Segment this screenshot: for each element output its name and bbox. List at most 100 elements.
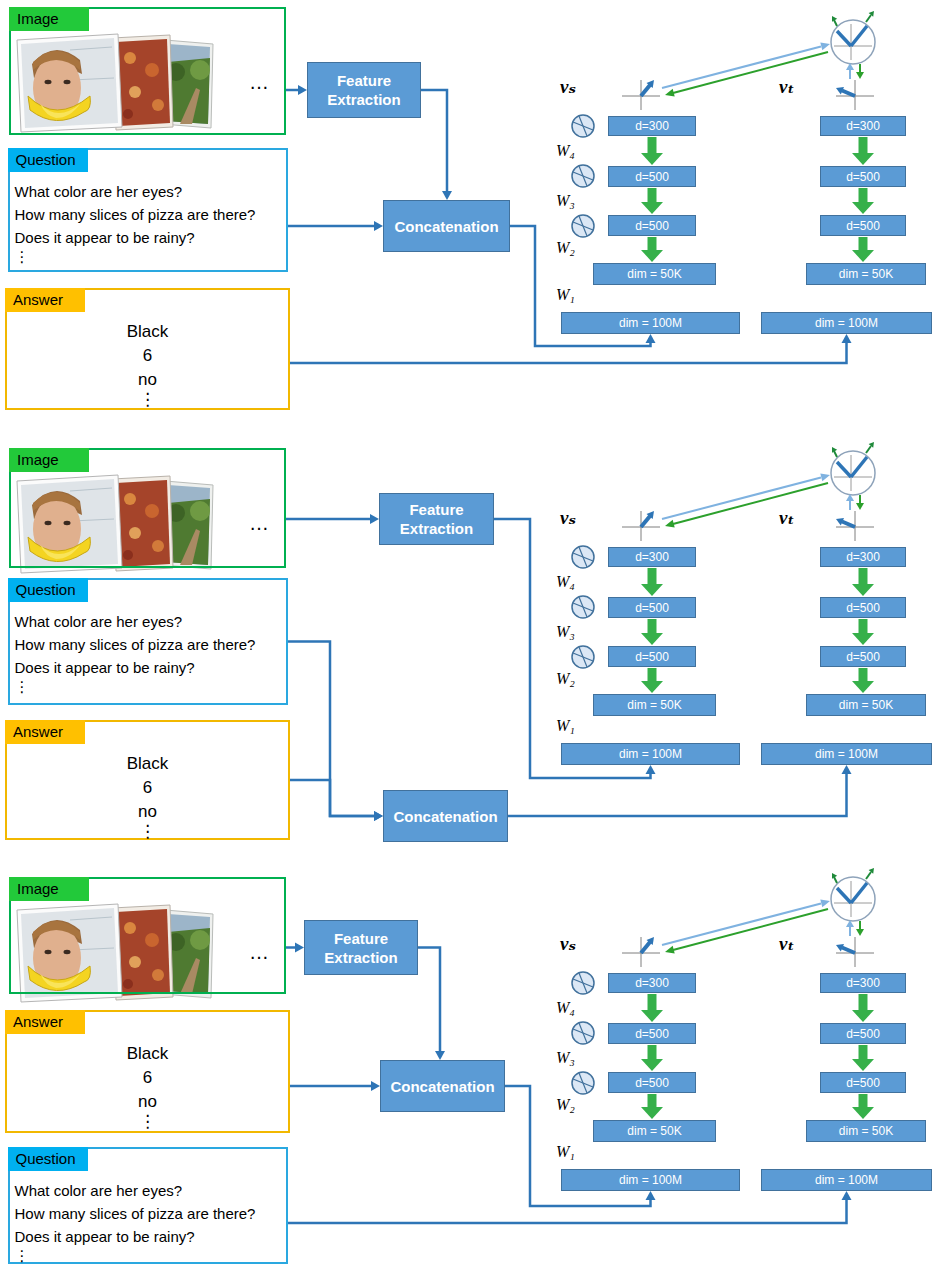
box-label: dim = 50K <box>627 267 681 281</box>
image-panel: Image… <box>9 448 286 568</box>
box-label: d=300 <box>846 976 880 990</box>
process-box: Concatenation <box>383 200 510 252</box>
layer-arrow <box>852 188 874 214</box>
panel-text: Black <box>7 1042 288 1066</box>
panel-heading: Question <box>8 148 88 172</box>
flow-arrow <box>288 221 384 231</box>
weight-label: W₃ <box>556 192 575 210</box>
answer-panel: AnswerBlack6no⋮ <box>5 1010 290 1133</box>
layer-box: d=500 <box>608 646 696 667</box>
layer-box: d=300 <box>820 547 906 567</box>
panel-text: How many slices of pizza are there? <box>15 633 286 656</box>
panel-text: ⋮ <box>15 249 286 265</box>
box-label: dim = 100M <box>815 747 878 761</box>
vector-label: vₜ <box>779 506 794 529</box>
ellipsis: … <box>249 71 269 94</box>
layer-arrow <box>852 237 874 262</box>
box-label: d=300 <box>635 550 669 564</box>
panel-heading: Image <box>9 7 89 31</box>
layer-arrow <box>852 1094 874 1119</box>
weight-label: W₄ <box>556 573 575 591</box>
vector-label: vₛ <box>560 506 576 529</box>
panel-heading: Question <box>8 1147 88 1171</box>
panel-text: Black <box>7 320 288 344</box>
flow-arrow <box>286 943 304 953</box>
layer-box: dim = 50K <box>806 263 926 285</box>
panel-text: Does it appear to be rainy? <box>15 1225 286 1248</box>
weight-label: W₁ <box>556 1143 575 1161</box>
panel-body: What color are her eyes?How many slices … <box>10 1149 286 1264</box>
flow-arrow <box>288 1191 852 1223</box>
layer-arrow <box>641 1045 663 1071</box>
layer-box: dim = 50K <box>593 263 716 285</box>
panel-text: What color are her eyes? <box>15 1179 286 1202</box>
weight-label: W₃ <box>556 623 575 641</box>
process-box: Feature Extraction <box>379 493 494 545</box>
layer-box: d=500 <box>820 1072 906 1093</box>
ellipsis: … <box>249 512 269 535</box>
box-label: dim = 100M <box>815 316 878 330</box>
layer-box: d=500 <box>820 597 906 618</box>
panel-body: Black6no⋮ <box>7 290 288 408</box>
box-label: d=500 <box>635 1076 669 1090</box>
layer-box: dim = 50K <box>806 1120 926 1142</box>
flow-arrow <box>290 334 852 363</box>
layer-arrow <box>641 188 663 214</box>
box-label: dim = 100M <box>815 1173 878 1187</box>
flow-arrow <box>418 948 445 1061</box>
layer-arrow <box>641 568 663 596</box>
panel-text: ⋮ <box>7 392 288 408</box>
weight-label: W₄ <box>556 999 575 1017</box>
layer-box: d=500 <box>608 1072 696 1093</box>
layer-arrow <box>641 619 663 645</box>
box-label: d=500 <box>846 1076 880 1090</box>
layer-box: dim = 100M <box>761 1169 932 1191</box>
answer-panel: AnswerBlack6no⋮ <box>5 720 290 840</box>
flow-arrow <box>290 780 383 821</box>
panel-text: ⋮ <box>15 679 286 695</box>
layer-box: dim = 100M <box>761 743 932 765</box>
layer-arrow <box>641 1094 663 1119</box>
image-thumbnails <box>17 475 213 573</box>
box-label: d=500 <box>846 601 880 615</box>
box-label: d=500 <box>635 170 669 184</box>
layer-arrow <box>852 668 874 693</box>
box-label: dim = 50K <box>627 1124 681 1138</box>
panel-heading: Question <box>8 578 88 602</box>
layer-box: dim = 100M <box>561 743 740 765</box>
ellipsis: … <box>249 941 269 964</box>
layer-box: d=500 <box>820 646 906 667</box>
image-panel: Image … <box>9 877 286 994</box>
box-label: Concatenation <box>390 1077 494 1096</box>
layer-box: d=300 <box>608 547 696 567</box>
box-label: dim = 50K <box>839 698 893 712</box>
layer-box: dim = 100M <box>561 312 740 334</box>
box-label: Feature Extraction <box>312 71 416 109</box>
layer-arrow <box>852 994 874 1022</box>
weight-label: W₃ <box>556 1049 575 1067</box>
box-label: dim = 100M <box>619 1173 682 1187</box>
flow-arrow <box>290 1081 380 1091</box>
panel-body: What color are her eyes?How many slices … <box>10 150 286 265</box>
weight-label: W₂ <box>556 1096 575 1114</box>
box-label: Feature Extraction <box>309 929 413 967</box>
panel-text: Black <box>7 752 288 776</box>
box-label: d=500 <box>846 170 880 184</box>
panel-text: Does it appear to be rainy? <box>15 656 286 679</box>
panel-text: What color are her eyes? <box>15 610 286 633</box>
box-label: d=500 <box>635 219 669 233</box>
flow-arrow <box>421 90 452 200</box>
question-panel: QuestionWhat color are her eyes?How many… <box>8 578 288 705</box>
panel-heading: Image <box>9 877 89 901</box>
layer-box: d=500 <box>608 597 696 618</box>
panel-text: 6 <box>7 776 288 800</box>
box-label: d=500 <box>846 650 880 664</box>
weight-label: W₂ <box>556 239 575 257</box>
panel-text: 6 <box>7 344 288 368</box>
box-label: d=300 <box>635 119 669 133</box>
layer-arrow <box>852 137 874 165</box>
vector-label: vₜ <box>779 932 794 955</box>
box-label: Feature Extraction <box>384 500 489 538</box>
vector-label: vₜ <box>779 75 794 98</box>
